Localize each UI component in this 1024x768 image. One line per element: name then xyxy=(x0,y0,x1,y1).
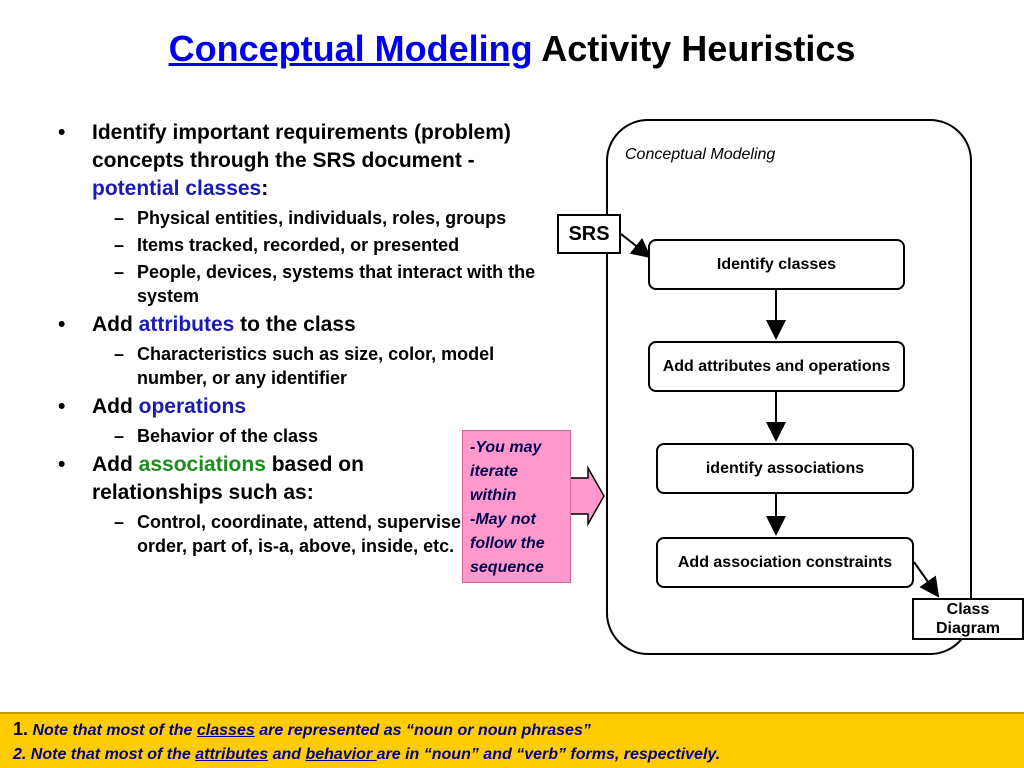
bullet-text: Add xyxy=(92,453,139,476)
bullet-operations: • Add operations xyxy=(58,395,247,418)
sub-bullet: –Control, coordinate, attend, supervise,… xyxy=(114,512,519,556)
page-title: Conceptual Modeling Activity Heuristics xyxy=(0,28,1024,70)
bullet-text: Identify important requirements (problem… xyxy=(92,121,511,172)
sub-bullet-text: Items tracked, recorded, or presented xyxy=(137,235,460,255)
bullet-suffix: based on relationships such as: xyxy=(92,453,364,504)
srs-arrow xyxy=(620,233,652,259)
srs-box: SRS xyxy=(557,214,621,254)
bullet-associations: • Add associations based on relationship… xyxy=(58,453,364,504)
sub-bullet-text: Physical entities, individuals, roles, g… xyxy=(137,208,507,228)
step-identify-associations: identify associations xyxy=(656,443,914,494)
conceptual-modeling-container xyxy=(606,119,972,655)
step-add-constraints: Add association constraints xyxy=(656,537,914,588)
step-add-attributes: Add attributes and operations xyxy=(648,341,905,392)
bullet-text: Add xyxy=(92,313,139,336)
footer-line-2: 2. Note that most of the attributes and … xyxy=(13,746,721,763)
step-identify-classes: Identify classes xyxy=(648,239,905,290)
iteration-note: -You may iterate within -May not follow … xyxy=(462,430,571,583)
sub-bullet: –Behavior of the class xyxy=(114,426,319,446)
class-diagram-box: Class Diagram xyxy=(912,598,1024,640)
sub-bullet-text: Control, coordinate, attend, supervise, … xyxy=(137,512,519,556)
sub-bullet: –Items tracked, recorded, or presented xyxy=(114,235,460,255)
highlight-attributes: attributes xyxy=(138,313,235,336)
sub-bullet-text: People, devices, systems that interact w… xyxy=(137,262,536,306)
bullet-list: • Identify important requirements (probl… xyxy=(55,116,555,558)
footer-notes: 1. Note that most of the classes are rep… xyxy=(0,712,1024,768)
highlight-associations: associations xyxy=(138,453,266,476)
footer-line-1: 1. Note that most of the classes are rep… xyxy=(13,719,591,739)
bullet-identify: • Identify important requirements (probl… xyxy=(55,119,555,203)
bullet-dot: • xyxy=(58,121,66,144)
highlight-potential-classes: potential classes xyxy=(92,177,262,200)
note-line-2: -May not follow the sequence xyxy=(470,511,545,576)
title-rest: Activity Heuristics xyxy=(541,28,856,69)
highlight-operations: operations xyxy=(138,395,247,418)
sub-bullet: –Characteristics such as size, color, mo… xyxy=(114,344,495,388)
container-label: Conceptual Modeling xyxy=(625,146,776,163)
bullet-suffix: : xyxy=(261,177,269,200)
note-line-1: -You may iterate within xyxy=(470,439,542,504)
bullet-suffix: to the class xyxy=(234,313,356,336)
bullet-attributes: • Add attributes to the class xyxy=(58,313,356,336)
sub-bullet-text: Characteristics such as size, color, mod… xyxy=(137,344,495,388)
sub-bullet: –Physical entities, individuals, roles, … xyxy=(114,208,507,228)
bullet-text: Add xyxy=(92,395,139,418)
output-arrow xyxy=(913,561,940,598)
title-link[interactable]: Conceptual Modeling xyxy=(168,28,533,69)
sub-bullet: –People, devices, systems that interact … xyxy=(114,262,536,306)
sub-bullet-text: Behavior of the class xyxy=(137,426,319,446)
